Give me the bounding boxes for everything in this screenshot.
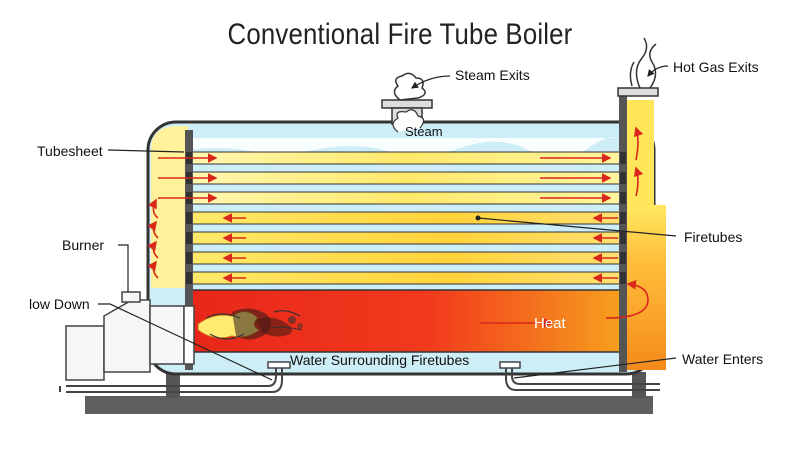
burner-motor (65, 325, 105, 381)
blowdown-pipe (66, 366, 277, 387)
burner-housing (103, 299, 151, 373)
burner-callout (118, 244, 129, 292)
rear-chamber (151, 126, 188, 288)
tubesheet-label: Tubesheet (37, 143, 103, 159)
firetubes-label: Firetubes (684, 229, 743, 245)
hot-gas-callout (647, 65, 669, 77)
blow-down-label: low Down (29, 296, 90, 312)
diagram-title: Conventional Fire Tube Boiler (227, 18, 573, 51)
burner-label: Burner (62, 237, 105, 253)
exhaust-smoke (635, 37, 648, 89)
blowdown-callout (98, 303, 273, 381)
firetube (189, 231, 625, 245)
tubesheet-callout (107, 149, 185, 153)
water-surrounding-label: Water Surrounding Firetubes (290, 352, 470, 368)
firetube (189, 211, 625, 225)
firetube (189, 271, 625, 285)
firetube-bank (189, 151, 625, 285)
feedwater-pipe (505, 366, 660, 391)
steam-exits-callout (411, 75, 451, 89)
left-tubesheet (185, 130, 193, 370)
steam-puff (393, 72, 426, 101)
gas-exit-flange (617, 87, 659, 97)
steam-nozzle (381, 99, 433, 109)
steam-label: Steam (405, 124, 443, 139)
steam-exits-label: Steam Exits (455, 67, 530, 83)
base-plate (85, 396, 653, 414)
firetube (189, 251, 625, 265)
firetubes-callout (477, 217, 677, 237)
gas-flow-arrows (147, 126, 649, 328)
water-enters-callout (513, 357, 677, 379)
water-enters-label: Water Enters (682, 351, 764, 367)
burner-flame (197, 308, 303, 340)
hot-gas-exits-label: Hot Gas Exits (673, 59, 759, 75)
heat-label: Heat (534, 315, 566, 332)
